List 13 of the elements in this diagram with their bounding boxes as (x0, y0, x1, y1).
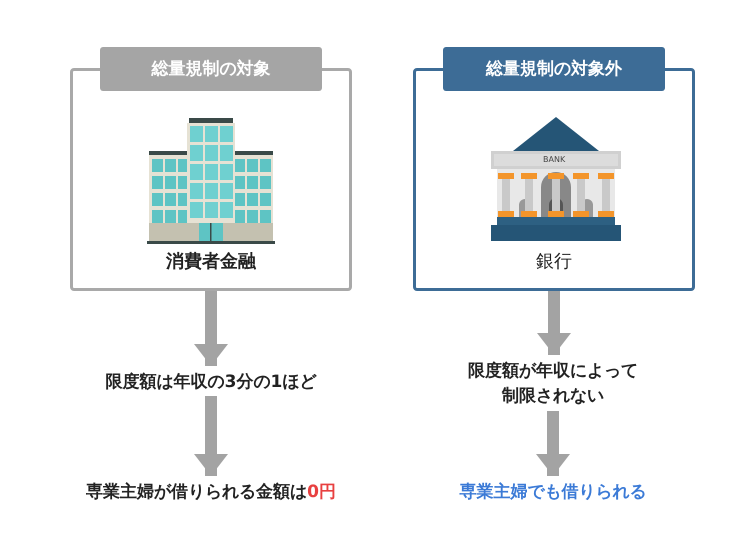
result-text: 限度額が年収によって制限されない (467, 360, 639, 408)
down-arrow (194, 291, 228, 366)
down-arrow (537, 291, 571, 355)
down-arrow (536, 411, 570, 476)
sign-text: BANK (543, 154, 566, 165)
result-text: 限度額は年収の3分の1ほど (104, 371, 318, 394)
category-heading: 総量規制の対象外 (443, 47, 665, 91)
result-text: 専業主婦でも借りられる (458, 481, 648, 504)
result-text: 専業主婦が借りられる金額は0円 (85, 481, 337, 504)
institution-label: 消費者金融 (164, 250, 257, 273)
down-arrow (194, 396, 228, 476)
category-heading: 総量規制の対象 (100, 47, 322, 91)
institution-label: 銀行 (535, 250, 573, 273)
